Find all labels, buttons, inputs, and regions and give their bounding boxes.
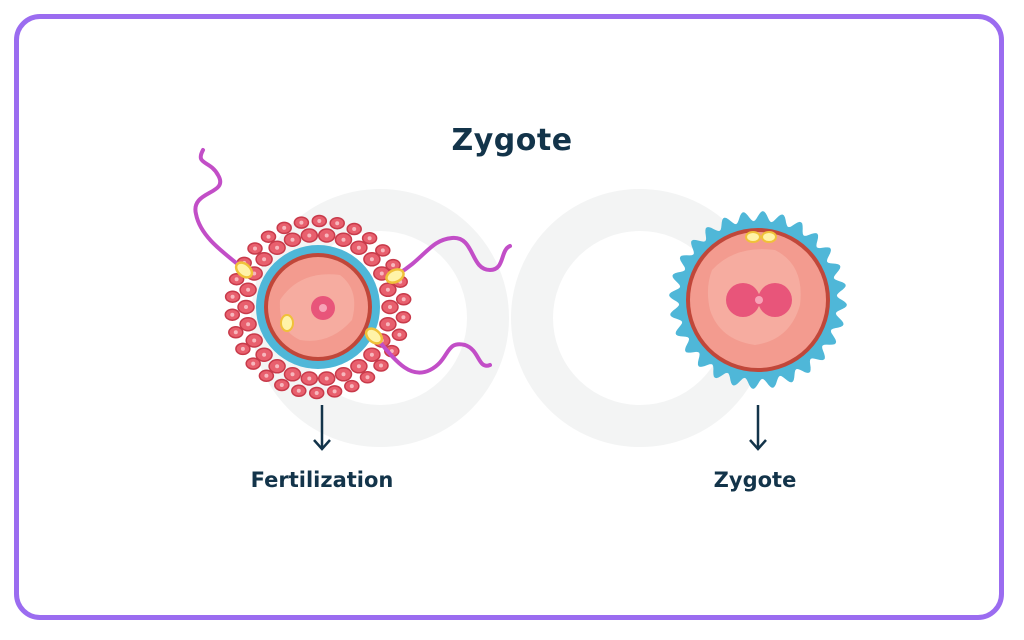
follicle-cell-nucleus (290, 237, 295, 242)
sperm-head-lower-right (364, 327, 384, 345)
follicle-cell-nucleus (369, 352, 374, 357)
follicle-cell-nucleus (324, 376, 329, 381)
follicle-cell-nucleus (401, 315, 406, 320)
follicle-cell-nucleus (290, 372, 295, 377)
sperm-head-right (385, 268, 405, 284)
follicle-cell-nucleus (379, 363, 383, 368)
follicle-cell-nucleus (233, 330, 238, 335)
follicle-cell-nucleus (253, 246, 257, 251)
follicle-cell-nucleus (369, 257, 374, 262)
follicle-cell-nucleus (262, 257, 267, 262)
follicle-cell-nucleus (379, 271, 384, 276)
follicle-cell-nucleus (230, 294, 235, 299)
follicle-cell-nucleus (230, 312, 235, 317)
follicle-cell-nucleus (275, 245, 280, 250)
follicle-cell-nucleus (349, 384, 354, 389)
follicle-cell-nucleus (356, 245, 361, 250)
follicle-cell-nucleus (365, 375, 370, 380)
diagram-title: Zygote (451, 123, 573, 158)
follicle-cell-nucleus (324, 233, 329, 238)
follicle-cell-nucleus (352, 227, 357, 231)
arrow-zygote (749, 405, 767, 451)
follicle-cell-nucleus (380, 248, 385, 253)
follicle-cell-nucleus (296, 388, 301, 393)
follicle-cell-nucleus (388, 305, 392, 309)
sperm-cells (193, 148, 512, 375)
sperm-heads (234, 261, 405, 345)
follicle-cell-nucleus (341, 372, 346, 377)
diagram-frame (14, 14, 1004, 620)
sperm-head-inside (280, 314, 294, 332)
follicle-cell-nucleus (244, 305, 248, 309)
follicle-cell-nucleus (401, 297, 406, 302)
pronucleus-right (758, 283, 792, 317)
follicle-cell-nucleus (385, 322, 390, 327)
follicle-cell-nucleus (246, 287, 251, 292)
stage-label-fertilization: Fertilization (250, 468, 394, 492)
arrow-fertilization (313, 405, 331, 451)
follicle-cell-nucleus (385, 287, 390, 292)
follicle-cells (224, 214, 412, 400)
follicle-cell-nucleus (332, 389, 337, 394)
polar-body-right (761, 231, 777, 243)
sperm-tail-lower-right (376, 338, 492, 375)
sperm-head-top-left (234, 261, 254, 279)
follicle-cell-nucleus (264, 373, 269, 378)
follicle-cell-nucleus (252, 338, 257, 343)
follicle-cell-nucleus (335, 221, 340, 226)
pronucleus-left (726, 283, 760, 317)
follicle-cell-nucleus (299, 220, 304, 225)
follicle-cell-nucleus (314, 391, 319, 395)
pronucleus-nucleolus (755, 296, 763, 304)
sperm-tail-top-left (193, 148, 242, 268)
follicle-cell-nucleus (397, 332, 402, 337)
follicle-cell-nucleus (234, 277, 239, 282)
follicle-cell-nucleus (246, 322, 251, 327)
follicle-cell-nucleus (262, 352, 267, 357)
sperm-tail-right (396, 236, 512, 276)
follicle-cell-nucleus (266, 234, 271, 239)
egg-nucleolus (319, 304, 327, 312)
follicle-cell-nucleus (341, 237, 346, 242)
follicle-cell-nucleus (307, 376, 312, 381)
ovum-illustration (224, 214, 412, 400)
follicle-cell-nucleus (356, 364, 361, 369)
zygote-illustration (669, 211, 847, 389)
follicle-cell-nucleus (282, 225, 287, 230)
follicle-cell-nucleus (252, 271, 257, 276)
follicle-cell-nucleus (391, 263, 396, 268)
follicle-cell-nucleus (317, 219, 322, 223)
follicle-cell-nucleus (275, 364, 280, 369)
follicle-cell-nucleus (367, 236, 372, 241)
stage-label-zygote: Zygote (713, 468, 797, 492)
follicle-cell-nucleus (240, 346, 245, 351)
follicle-cell-nucleus (307, 233, 312, 238)
follicle-cell-nucleus (279, 383, 284, 387)
follicle-cell-nucleus (251, 361, 256, 366)
polar-body-left (745, 231, 761, 243)
